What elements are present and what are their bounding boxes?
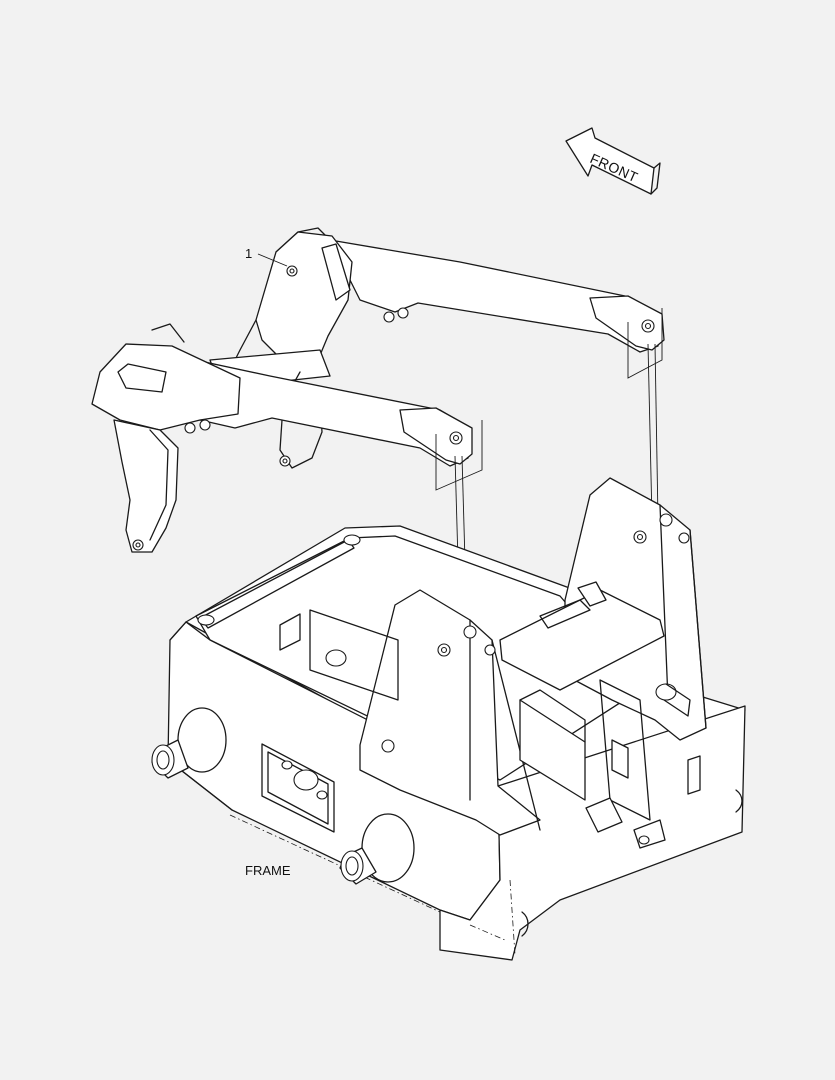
callout-label: 1 bbox=[245, 246, 252, 261]
interior-box bbox=[519, 699, 586, 801]
right-axle-housing bbox=[339, 813, 415, 885]
callout-1: 1 bbox=[245, 246, 288, 267]
diagram-caption: FRAME bbox=[245, 863, 291, 878]
left-tower bbox=[359, 589, 541, 836]
left-axle-housing bbox=[151, 707, 227, 779]
front-arm-plate bbox=[91, 343, 241, 431]
front-face bbox=[439, 705, 746, 961]
front-arrow: FRONT bbox=[565, 127, 661, 195]
front-arm-leg bbox=[113, 419, 179, 553]
lift-arm-assembly bbox=[91, 227, 665, 553]
rear-arm-tube bbox=[329, 239, 661, 353]
main-frame bbox=[151, 477, 746, 961]
